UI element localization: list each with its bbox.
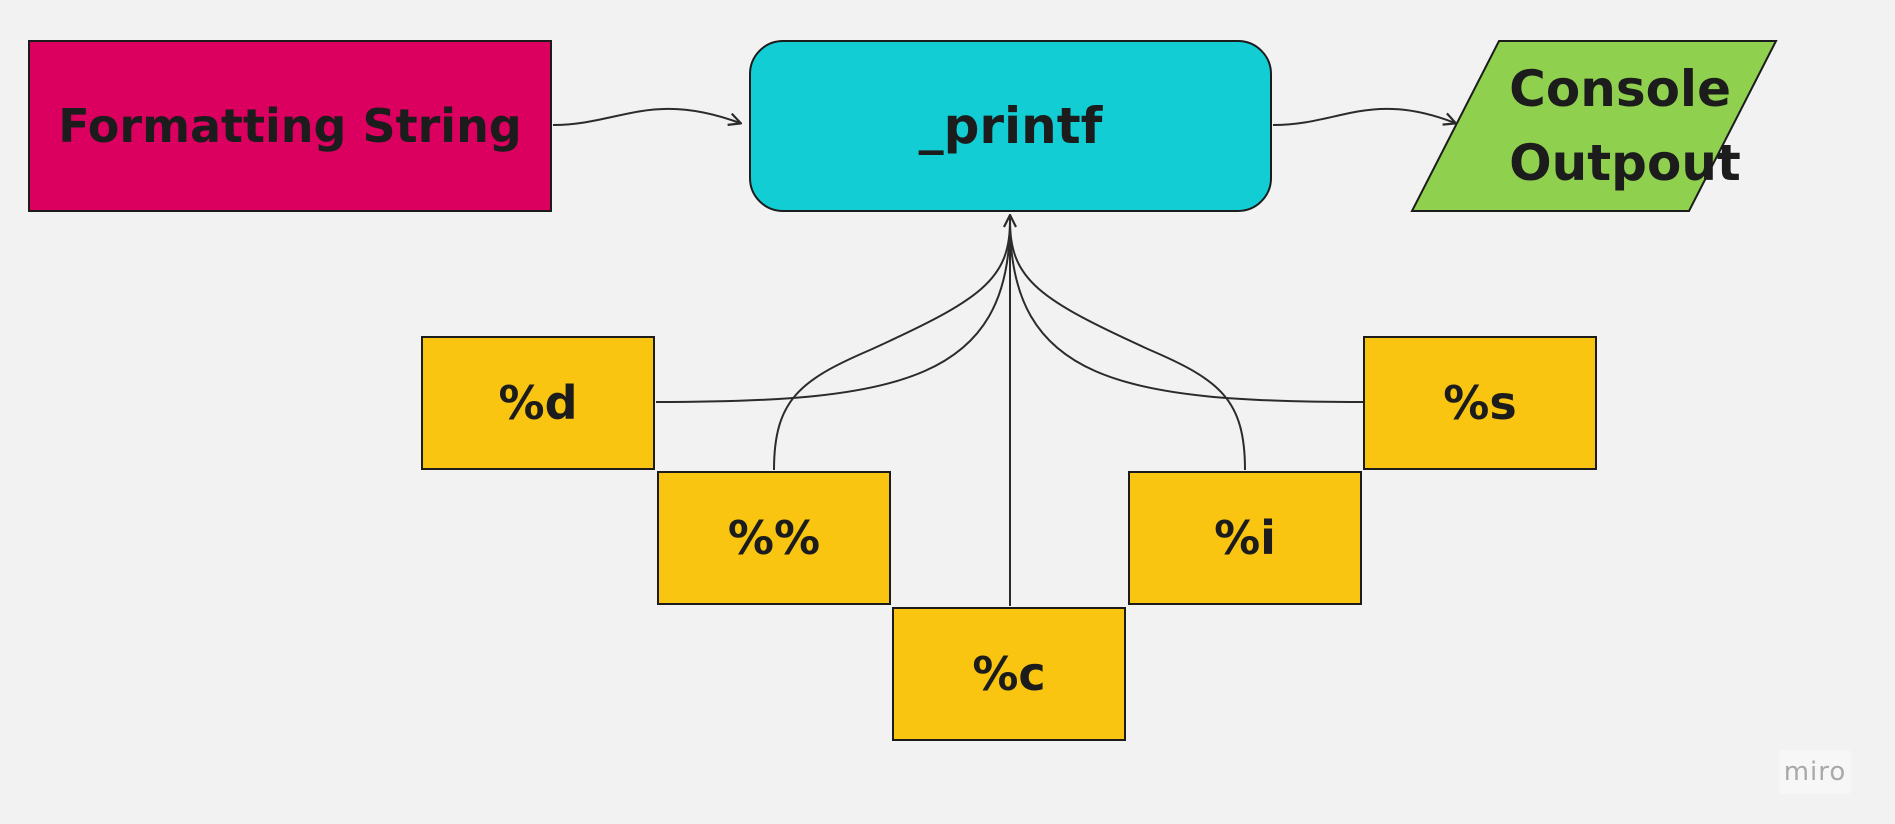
printf-node[interactable]: _printf bbox=[749, 40, 1272, 212]
console-output-line-2: Outpout bbox=[1509, 134, 1741, 192]
connector-i-to-printf bbox=[1009, 220, 1246, 471]
specifier-s-node[interactable]: %s bbox=[1363, 336, 1597, 470]
connector-s-to-printf bbox=[1009, 220, 1364, 403]
specifier-c-label: %c bbox=[972, 647, 1046, 701]
miro-watermark-text: miro bbox=[1783, 757, 1847, 787]
specifier-c-node[interactable]: %c bbox=[892, 607, 1126, 741]
specifier-s-label: %s bbox=[1443, 376, 1517, 430]
connector-percent-to-printf bbox=[773, 220, 1011, 471]
specifier-i-label: %i bbox=[1214, 511, 1276, 565]
specifier-d-label: %d bbox=[498, 376, 578, 430]
formatting-string-node[interactable]: Formatting String bbox=[28, 40, 552, 212]
formatting-string-label: Formatting String bbox=[58, 99, 522, 153]
specifier-d-node[interactable]: %d bbox=[421, 336, 655, 470]
console-output-line-1: Console bbox=[1509, 60, 1731, 118]
printf-label: _printf bbox=[918, 97, 1103, 155]
specifier-i-node[interactable]: %i bbox=[1128, 471, 1362, 605]
specifier-percent-label: %% bbox=[727, 511, 821, 565]
connector-d-to-printf bbox=[655, 220, 1011, 403]
specifier-percent-node[interactable]: %% bbox=[657, 471, 891, 605]
miro-watermark: miro bbox=[1779, 750, 1851, 794]
console-output-label: Console Outpout bbox=[1411, 40, 1777, 212]
connector-formatting-to-printf bbox=[552, 107, 740, 126]
console-output-node[interactable]: Console Outpout bbox=[1411, 40, 1777, 212]
